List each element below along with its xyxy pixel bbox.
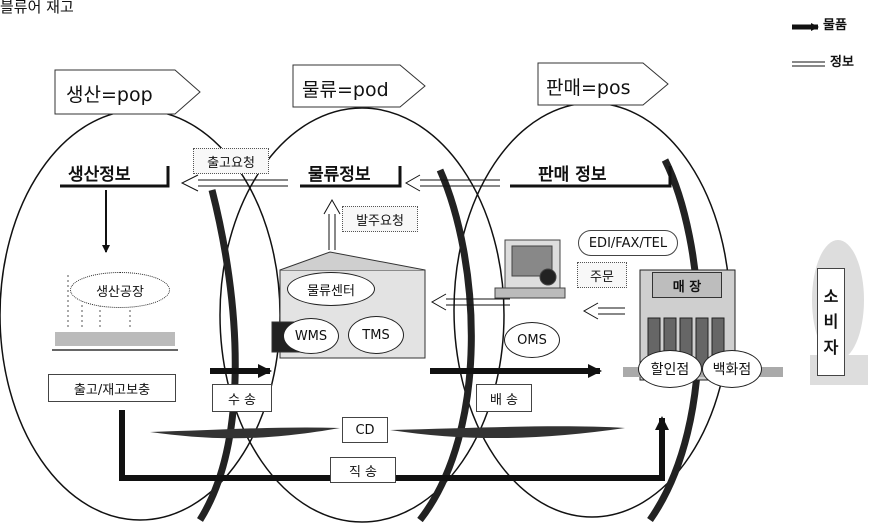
logistics-center-label: 물류센터 — [287, 272, 375, 306]
transport-label: 수 송 — [212, 384, 272, 412]
production-info-header: 생산정보 — [68, 160, 131, 185]
consumer-label: 소 비 자 — [817, 268, 845, 376]
cd-swoosh-right — [390, 426, 625, 438]
info-arrow-store-to-oms — [584, 303, 625, 319]
info-arrow-order-request — [324, 200, 340, 250]
outbound-restock-label: 출고/재고보충 — [48, 374, 176, 402]
store-label: 매 장 — [652, 272, 722, 298]
direct-delivery-label: 직 송 — [330, 457, 396, 483]
cd-swoosh-left — [150, 427, 340, 438]
arc-shade-2 — [420, 170, 471, 520]
consumer-char-2: 비 — [824, 309, 839, 335]
computer-graphic — [495, 240, 565, 298]
legend-goods-label: 물품 — [823, 19, 847, 32]
info-arrow-logistics-to-production — [182, 175, 288, 191]
factory-label: 생산공장 — [70, 272, 170, 308]
oms-label: OMS — [504, 322, 560, 358]
discount-store-label: 할인점 — [638, 350, 702, 388]
outbound-request-label: 출고요청 — [193, 148, 269, 174]
stage-logistics-label: 물류=pod — [302, 75, 389, 102]
delivery-label: 배 송 — [476, 384, 532, 412]
logistics-info-header: 물류정보 — [308, 160, 371, 185]
order-request-label: 발주요청 — [342, 206, 418, 232]
department-store-label: 백화점 — [702, 350, 762, 388]
stage-production-label: 생산=pop — [66, 80, 153, 107]
sales-info-header: 판매 정보 — [538, 160, 606, 185]
order-label: 주문 — [577, 262, 627, 288]
consumer-char-1: 소 — [824, 284, 839, 310]
consumer-char-3: 자 — [824, 335, 839, 361]
edi-fax-tel-label: EDI/FAX/TEL — [578, 230, 678, 256]
cd-label: CD — [342, 417, 388, 443]
legend-info-label: 정보 — [830, 56, 854, 69]
tms-label: TMS — [348, 316, 404, 354]
stage-sales-label: 판매=pos — [546, 73, 630, 100]
wms-label: WMS — [283, 318, 339, 354]
legend-info-arrow — [792, 62, 825, 66]
page-title-fragment: 블류어 재고 — [0, 0, 74, 15]
